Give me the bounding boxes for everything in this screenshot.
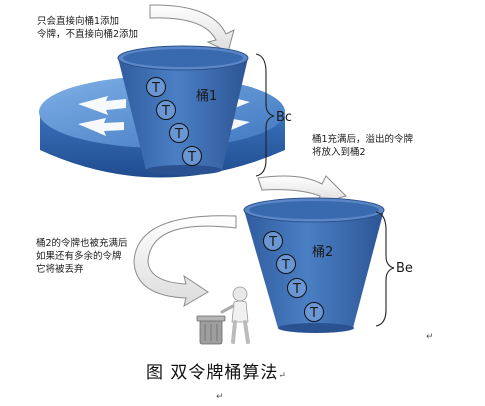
bucket-1-tokens: T T T T	[146, 77, 202, 166]
bucket-1-capacity-label: Bc	[276, 110, 292, 125]
bucket-2-tokens: T T T T	[263, 231, 324, 322]
person-discarding-icon	[196, 286, 250, 345]
bucket-1-label: 桶1	[196, 89, 217, 104]
token-circle	[169, 123, 189, 143]
paragraph-return-mark: ↵	[216, 392, 224, 402]
figure-caption: 图 双令牌桶算法↵	[146, 358, 287, 383]
token-label: T	[309, 306, 318, 321]
token-circle	[182, 146, 202, 166]
discard-arrow	[133, 215, 237, 308]
token-label: T	[174, 127, 183, 142]
token-circle	[263, 231, 283, 251]
top-note-line-2: 令牌，不直接向桶2添加	[37, 28, 138, 40]
token-circle	[304, 302, 324, 322]
token-label: T	[281, 258, 290, 273]
overflow-arrow	[257, 175, 347, 205]
caption-return-mark: ↵	[278, 371, 287, 381]
top-note-line-1: 只会直接向桶1添加	[37, 15, 119, 27]
token-circle	[287, 278, 307, 298]
token-label: T	[187, 150, 196, 165]
token-label: T	[268, 235, 277, 250]
bucket-2-capacity-brace	[375, 211, 395, 327]
bucket-2-capacity-label: Be	[396, 261, 413, 276]
token-label: T	[292, 282, 301, 297]
token-label: T	[151, 81, 160, 96]
overflow-note-line-1: 桶1充满后，溢出的令牌	[312, 133, 414, 145]
paragraph-return-mark: ↵	[426, 332, 434, 342]
bucket-1-capacity-brace	[255, 53, 275, 177]
token-circle	[156, 100, 176, 120]
token-circle	[276, 254, 296, 274]
overflow-note-line-2: 将放入到桶2	[312, 146, 366, 158]
figure-caption-text: 图 双令牌桶算法	[146, 363, 279, 383]
token-circle	[146, 77, 166, 97]
discard-note-line-2: 如果还有多余的令牌	[36, 250, 122, 262]
token-label: T	[161, 104, 170, 119]
discard-note-line-1: 桶2的令牌也被充满后	[36, 237, 128, 249]
inflow-arrow	[149, 4, 235, 53]
bucket-2-label: 桶2	[312, 245, 333, 260]
discard-note-line-3: 它将被丢弃	[36, 263, 84, 275]
